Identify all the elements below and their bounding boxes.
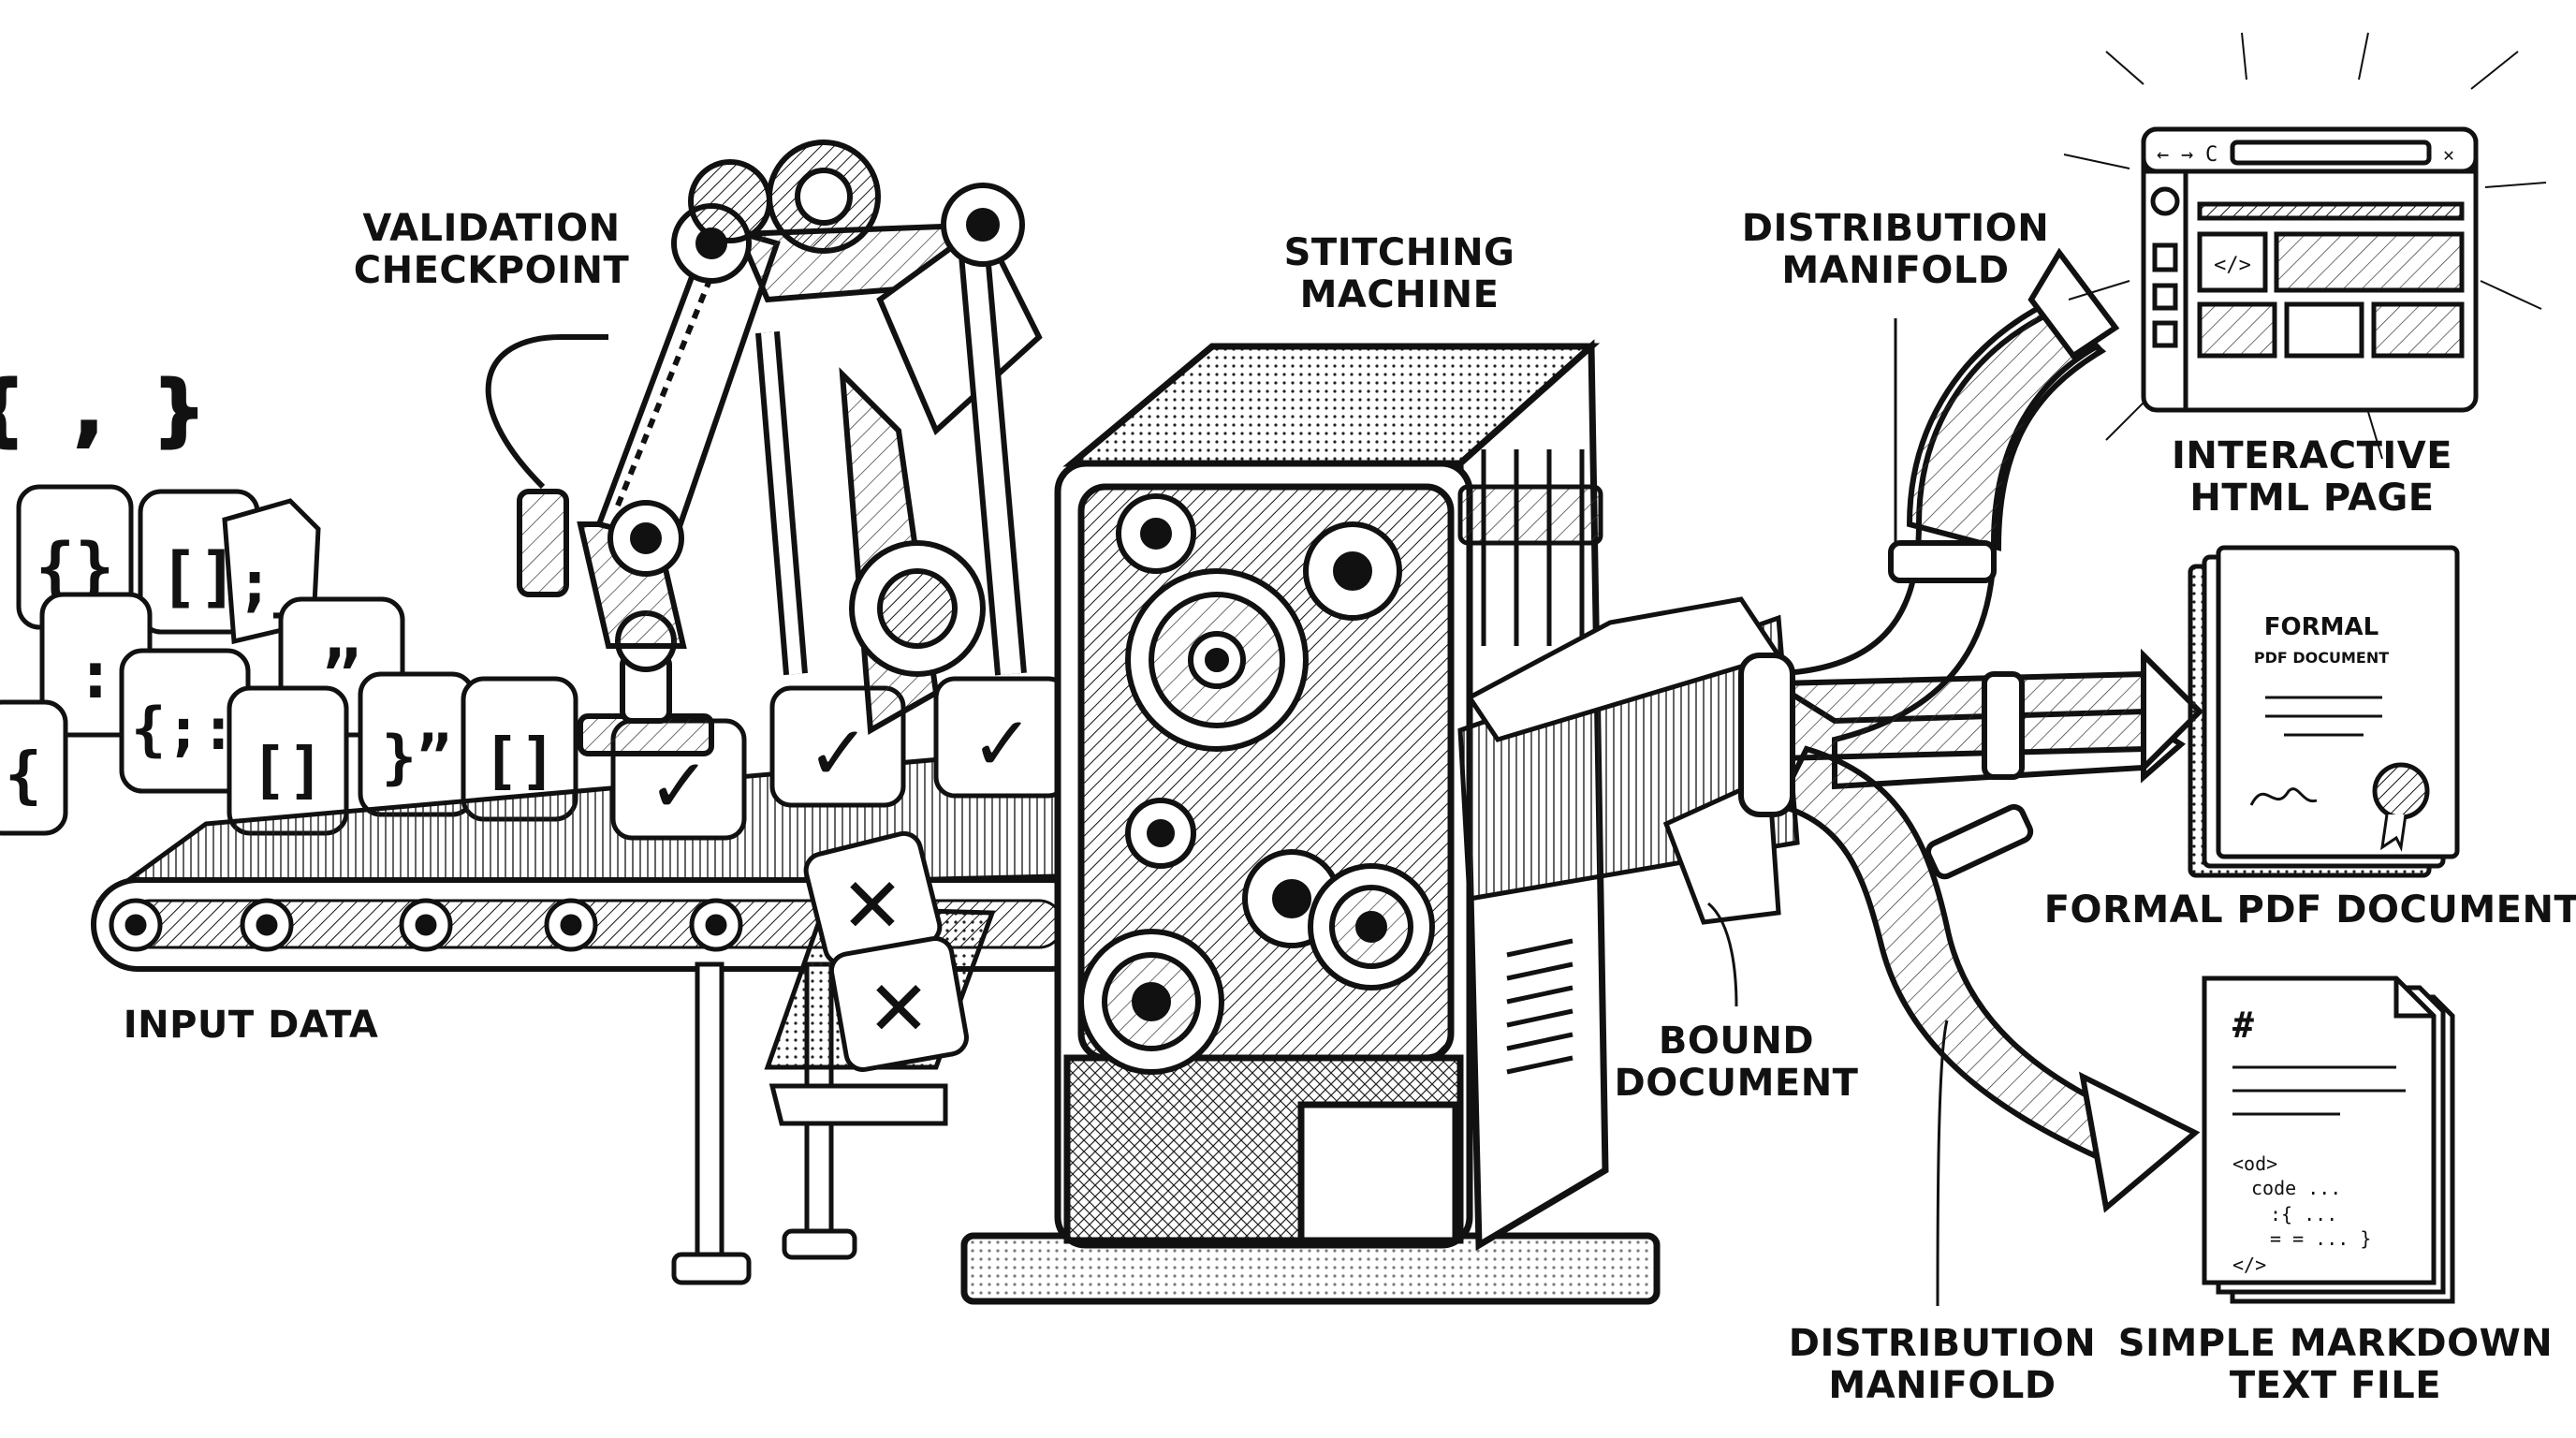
svg-text:code ...: code ...	[2251, 1177, 2341, 1199]
input-data-stack: { , } {} [] ;_ : {;: ” []	[0, 364, 578, 836]
svg-text:<od>: <od>	[2232, 1152, 2277, 1175]
html-page-output: ← → C ✕ </>	[2063, 32, 2547, 460]
pdf-document-output: FORMAL PDF DOCUMENT	[2188, 545, 2460, 878]
markdown-file-output: # <od> code ... :{ ... = = ... } </>	[2202, 976, 2455, 1304]
svg-text:FORMAL PDF DOCUMENT: FORMAL PDF DOCUMENT	[2044, 888, 2576, 932]
svg-text:= = ... }: = = ... }	[2270, 1227, 2371, 1250]
label-interactive-html-page: INTERACTIVE HTML PAGE	[2172, 434, 2452, 520]
svg-text:✓: ✓	[975, 691, 1027, 791]
label-bound-document: BOUND DOCUMENT	[1615, 1020, 1859, 1105]
svg-text:SIMPLE MARKDOWN: SIMPLE MARKDOWN	[2118, 1322, 2553, 1365]
svg-text:VALIDATION: VALIDATION	[362, 207, 620, 250]
conveyor-rollers	[109, 898, 743, 952]
svg-text:INTERACTIVE: INTERACTIVE	[2172, 434, 2452, 477]
label-simple-markdown-text-file: SIMPLE MARKDOWN TEXT FILE	[2118, 1322, 2553, 1407]
label-input-data: INPUT DATA	[124, 1004, 379, 1047]
label-distribution-manifold-bottom: DISTRIBUTION MANIFOLD	[1789, 1322, 2096, 1407]
distribution-manifold	[1738, 247, 2204, 1213]
validation-robot-arm	[485, 139, 1043, 756]
svg-text:DISTRIBUTION: DISTRIBUTION	[1789, 1322, 2096, 1365]
input-token: }”	[358, 671, 476, 817]
svg-text::: :	[76, 637, 115, 713]
radiating-lines	[2063, 32, 2547, 460]
svg-text:INPUT DATA: INPUT DATA	[124, 1004, 379, 1047]
svg-text:CHECKPOINT: CHECKPOINT	[354, 249, 630, 292]
svg-text:FORMAL: FORMAL	[2264, 613, 2378, 641]
svg-text:STITCHING: STITCHING	[1284, 231, 1515, 274]
input-token: []	[227, 685, 349, 836]
svg-text:MANIFOLD: MANIFOLD	[1781, 249, 2009, 292]
svg-text:[]: []	[250, 734, 324, 806]
label-stitching-machine: STITCHING MACHINE	[1284, 231, 1515, 316]
stitching-needles	[1457, 449, 1603, 646]
label-validation-checkpoint: VALIDATION CHECKPOINT	[354, 207, 630, 292]
machine-gears	[1078, 493, 1435, 1075]
input-token: {}	[16, 484, 134, 630]
refresh-icon: C	[2205, 143, 2217, 167]
label-formal-pdf-document: FORMAL PDF DOCUMENT	[2044, 888, 2576, 932]
signature	[2249, 787, 2318, 806]
input-token: { , }	[0, 364, 204, 456]
doc-icon	[2152, 242, 2178, 272]
svg-text:DOCUMENT: DOCUMENT	[1615, 1062, 1859, 1105]
svg-text:MANIFOLD: MANIFOLD	[1828, 1364, 2056, 1407]
svg-text:BOUND: BOUND	[1659, 1020, 1814, 1063]
svg-text:#: #	[2232, 1005, 2254, 1046]
svg-text:{ , }: { , }	[0, 366, 201, 453]
input-token: {	[0, 699, 68, 836]
image-icon	[2284, 301, 2364, 359]
svg-text:{;:: {;:	[131, 695, 236, 763]
svg-text:DISTRIBUTION: DISTRIBUTION	[1742, 207, 2049, 250]
svg-text:</>: </>	[2214, 254, 2251, 277]
svg-text::{ ...: :{ ...	[2270, 1203, 2337, 1225]
svg-text:✕: ✕	[844, 844, 900, 954]
stitching-machine	[960, 339, 1661, 1305]
svg-text:[]: []	[482, 725, 556, 797]
svg-text:✕: ✕	[871, 947, 927, 1057]
bound-document	[1457, 596, 1800, 925]
svg-text:✓: ✓	[812, 700, 863, 800]
browser-nav-icons: ← → C ✕	[2157, 143, 2454, 167]
leader-lines	[1707, 318, 1949, 1307]
svg-text:</>: </>	[2232, 1254, 2266, 1276]
close-icon: ✕	[2443, 143, 2454, 166]
rejected-block: ✕	[828, 935, 969, 1072]
validated-block: ✓	[933, 676, 1070, 799]
back-icon: ←	[2157, 143, 2169, 167]
image-icon	[2152, 283, 2178, 311]
forward-icon: →	[2181, 143, 2193, 167]
reject-chute: ✕ ✕	[764, 830, 996, 1126]
svg-text:HTML PAGE: HTML PAGE	[2189, 477, 2434, 520]
code-icon	[2197, 231, 2268, 293]
globe-icon	[2150, 186, 2180, 216]
seal-icon	[2372, 762, 2430, 820]
svg-text:TEXT FILE: TEXT FILE	[2230, 1364, 2441, 1407]
svg-text:MACHINE: MACHINE	[1300, 273, 1500, 316]
svg-text:PDF DOCUMENT: PDF DOCUMENT	[2254, 649, 2389, 667]
label-distribution-manifold-top: DISTRIBUTION MANIFOLD	[1742, 207, 2049, 292]
input-token: {;:	[119, 648, 251, 794]
svg-text:}”: }”	[382, 723, 452, 791]
svg-text:{: {	[5, 739, 42, 811]
machine-vent	[1506, 938, 1573, 1075]
checkbox-icon	[2152, 320, 2178, 348]
